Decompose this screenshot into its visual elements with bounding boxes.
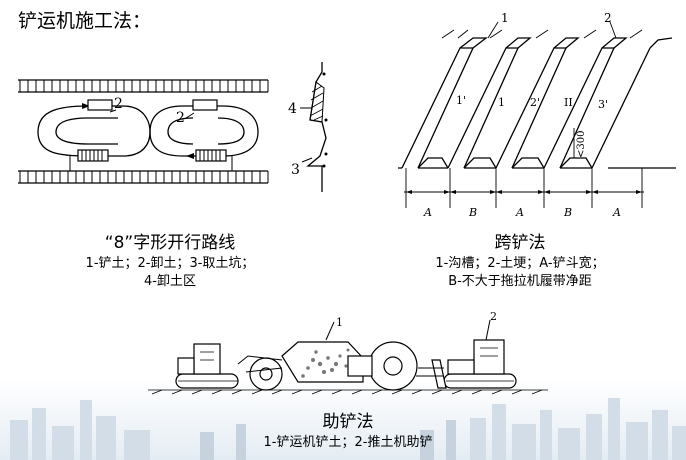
push-label-1: 1	[336, 316, 343, 329]
straddle-band-2prime: 2'	[530, 96, 540, 109]
figure8-profile-diagram: 4 3	[288, 62, 328, 192]
straddle-band-3prime: 3'	[598, 98, 608, 111]
page-title: 铲运机施工法：	[18, 10, 152, 32]
figure8-legend-line1: 1-铲土；2-卸土；3-取土坑；	[85, 256, 255, 271]
push-label-2: 2	[490, 310, 497, 323]
city-skyline-background	[0, 380, 686, 460]
push-heading: 助铲法	[322, 412, 374, 432]
straddle-dim-B1: B	[468, 206, 477, 219]
figure8-label-3: 3	[291, 162, 300, 178]
straddle-dim-A1: A	[423, 206, 432, 219]
straddle-label-2-top: 2	[604, 11, 612, 25]
straddle-band-II: II	[564, 96, 573, 109]
figure8-route-diagram: 2 2	[18, 79, 269, 184]
figure8-label-4: 4	[288, 101, 297, 117]
straddle-legend-line2: B-不大于拖拉机履带净距	[448, 274, 592, 289]
straddle-caption: 跨铲法 1-沟槽；2-土埂；A-铲斗宽； B-不大于拖拉机履带净距	[390, 231, 650, 291]
figure8-legend-line2: 4-卸土区	[144, 274, 196, 289]
straddle-method-diagram: 1 2 1' 1 2' II 3' <300 A B A B A	[398, 11, 676, 219]
figure8-label-2a: 2	[114, 96, 123, 112]
straddle-label-1-top: 1	[501, 11, 509, 25]
straddle-dim-A3: A	[612, 206, 621, 219]
push-assist-diagram: 1 2	[148, 310, 548, 395]
straddle-dim-B2: B	[563, 206, 572, 219]
straddle-dimension-300: <300	[576, 131, 587, 158]
figure8-heading: “8”字形开行路线	[104, 233, 236, 253]
straddle-band-1prime: 1'	[456, 94, 466, 107]
push-legend-line1: 1-铲运机铲土；2-推土机助铲	[263, 435, 433, 450]
straddle-legend-line1: 1-沟槽；2-土埂；A-铲斗宽；	[435, 256, 605, 271]
straddle-band-1: 1	[498, 96, 505, 109]
figure8-caption: “8”字形开行路线 1-铲土；2-卸土；3-取土坑； 4-卸土区	[30, 231, 310, 291]
straddle-dim-A2: A	[515, 206, 524, 219]
straddle-heading: 跨铲法	[494, 233, 546, 253]
figure8-label-2b: 2	[176, 110, 185, 126]
push-caption: 助铲法 1-铲运机铲土；2-推土机助铲	[218, 410, 478, 452]
